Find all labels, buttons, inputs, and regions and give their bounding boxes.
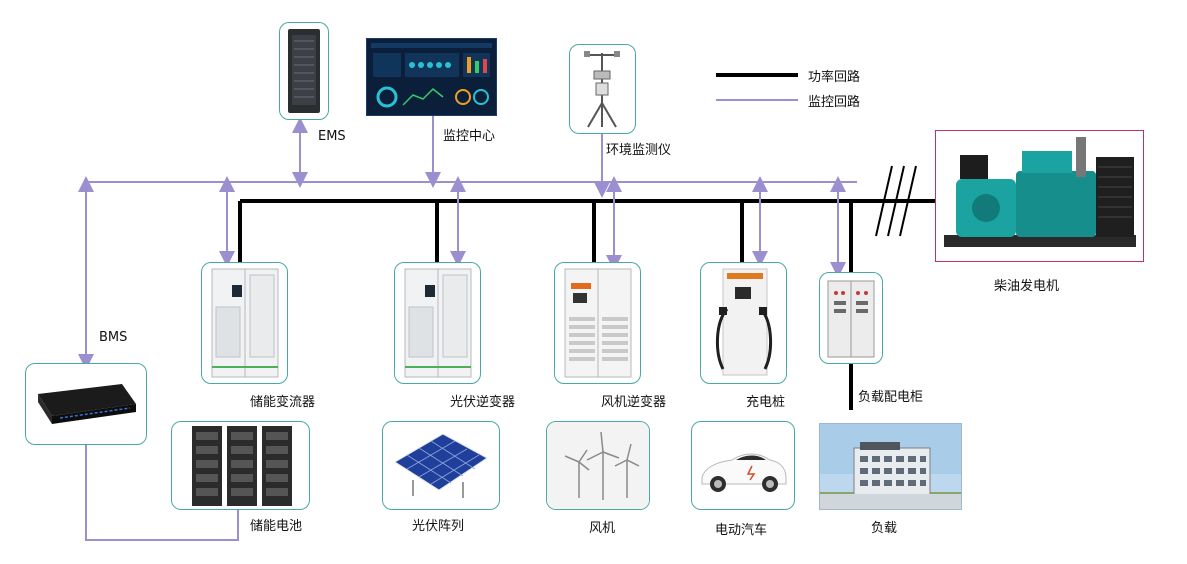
monitor-center-label: 监控中心 — [443, 129, 496, 144]
ems-label: EMS — [318, 129, 346, 144]
legend-monitor-label: 监控回路 — [808, 95, 861, 110]
server-rack-icon — [288, 29, 320, 113]
wind-inverter-icon — [564, 268, 632, 378]
ems-server-card[interactable] — [279, 22, 329, 120]
wind-turbine-icon — [547, 422, 649, 509]
monitor-bus — [78, 116, 857, 541]
monitor-dashboard[interactable] — [366, 38, 497, 116]
distribution-cabinet-icon — [827, 280, 875, 358]
load-building-card[interactable] — [819, 423, 962, 510]
wind-inverter-label: 风机逆变器 — [601, 395, 667, 410]
pv-inverter-label: 光伏逆变器 — [450, 395, 516, 410]
storage-battery-card[interactable] — [171, 421, 310, 510]
weather-station-icon — [584, 51, 620, 128]
office-building-icon — [820, 424, 961, 509]
dashboard-icon — [371, 43, 492, 108]
diesel-generator-icon — [944, 137, 1136, 247]
env-monitor-card[interactable] — [569, 44, 636, 134]
legend — [716, 73, 798, 101]
charging-pile-card[interactable] — [700, 262, 787, 384]
solar-panel-icon — [394, 433, 488, 498]
load-cabinet-card[interactable] — [819, 272, 883, 364]
bms-card[interactable] — [25, 363, 147, 445]
bms-device-icon — [38, 384, 136, 424]
storage-battery-label: 储能电池 — [250, 519, 303, 534]
env-monitor-label: 环境监测仪 — [606, 143, 672, 158]
ev-charger-icon — [715, 268, 773, 376]
load-cabinet-label: 负载配电柜 — [858, 390, 924, 405]
wind-turbine-label: 风机 — [589, 521, 616, 536]
electric-car-icon — [701, 453, 787, 492]
diesel-generator-card[interactable] — [935, 130, 1144, 262]
converter-cabinet-icon — [211, 268, 279, 378]
storage-converter-label: 储能变流器 — [250, 395, 316, 410]
power-bus — [238, 199, 935, 410]
pv-array-label: 光伏阵列 — [412, 519, 465, 534]
bms-label: BMS — [99, 330, 128, 345]
break-marks — [875, 165, 917, 237]
diesel-generator-label: 柴油发电机 — [994, 279, 1060, 294]
wind-inverter-card[interactable] — [554, 262, 641, 384]
ev-label: 电动汽车 — [715, 523, 768, 538]
storage-converter-card[interactable] — [201, 262, 288, 384]
pv-inverter-card[interactable] — [394, 262, 481, 384]
pv-array-card[interactable] — [382, 421, 500, 510]
battery-rack-icon — [192, 426, 292, 506]
legend-power-label: 功率回路 — [808, 70, 861, 85]
charging-pile-label: 充电桩 — [746, 395, 786, 410]
load-label: 负载 — [871, 521, 898, 536]
inverter-cabinet-icon — [404, 268, 472, 378]
ev-card[interactable] — [691, 421, 795, 510]
wind-turbine-card[interactable] — [546, 421, 650, 510]
